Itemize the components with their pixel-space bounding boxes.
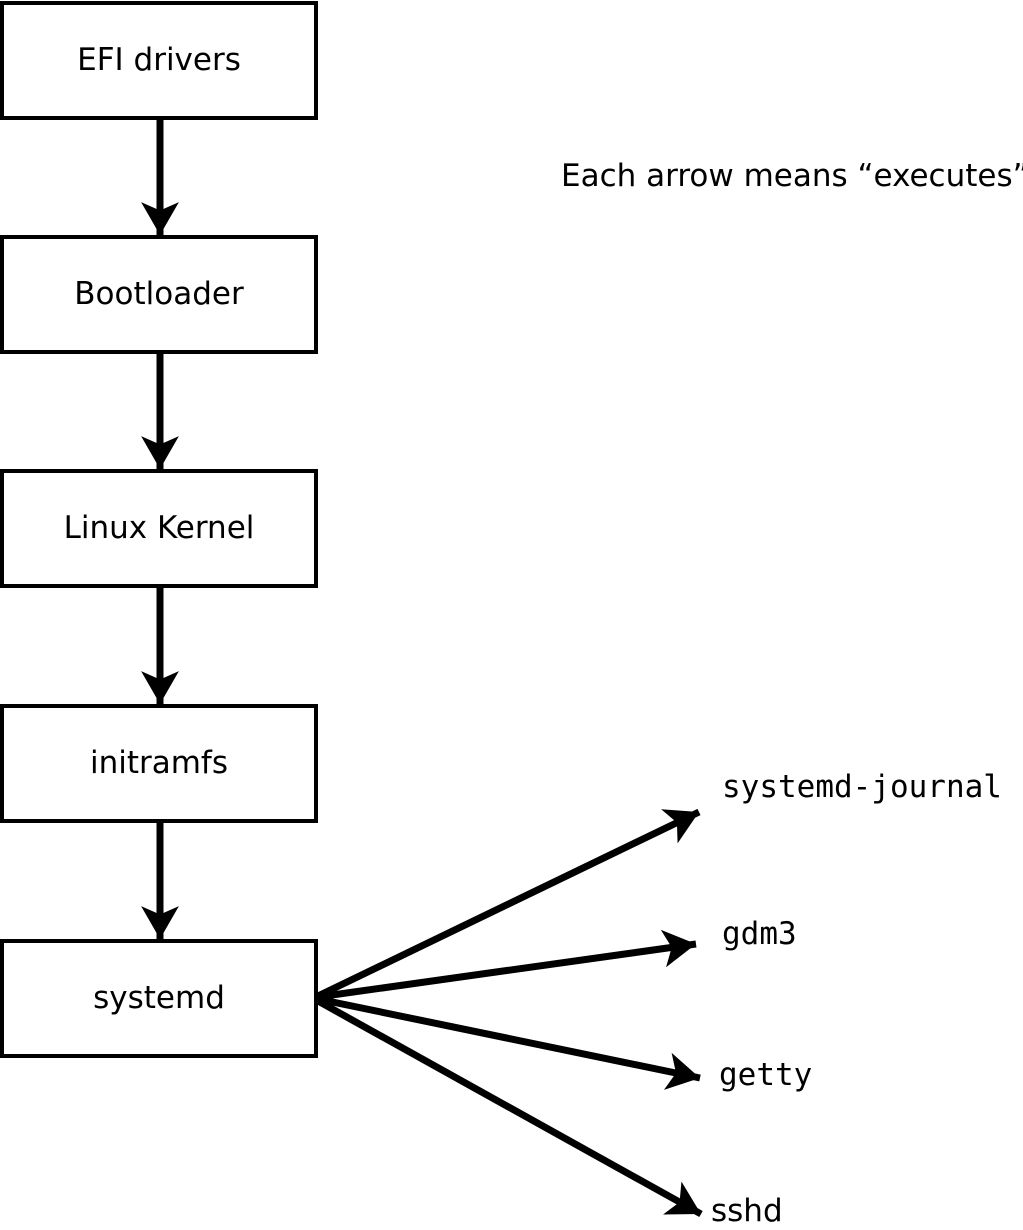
arrow-systemd-to-getty bbox=[317, 995, 701, 1090]
arrow-systemd-to-gdm3 bbox=[317, 929, 697, 1001]
node-initramfs: initramfs bbox=[0, 704, 318, 823]
arrow-systemd-to-sshd bbox=[316, 997, 703, 1218]
target-label-systemd-journal: systemd-journal bbox=[722, 769, 1002, 805]
node-efi-drivers: EFI drivers bbox=[0, 1, 318, 120]
target-label-sshd: sshd bbox=[711, 1193, 783, 1229]
arrow-systemd-to-systemd-journal bbox=[316, 808, 701, 1000]
node-label: Bootloader bbox=[74, 276, 244, 312]
node-label: systemd bbox=[93, 980, 225, 1016]
node-bootloader: Bootloader bbox=[0, 235, 318, 354]
node-label: Linux Kernel bbox=[63, 510, 255, 546]
node-systemd: systemd bbox=[0, 939, 318, 1058]
annotation-text: Each arrow means “executes”. bbox=[561, 158, 1023, 194]
node-label: EFI drivers bbox=[77, 42, 241, 78]
target-label-getty: getty bbox=[719, 1057, 813, 1093]
node-label: initramfs bbox=[89, 745, 229, 781]
node-linux-kernel: Linux Kernel bbox=[0, 469, 318, 588]
target-label-gdm3: gdm3 bbox=[722, 916, 797, 952]
